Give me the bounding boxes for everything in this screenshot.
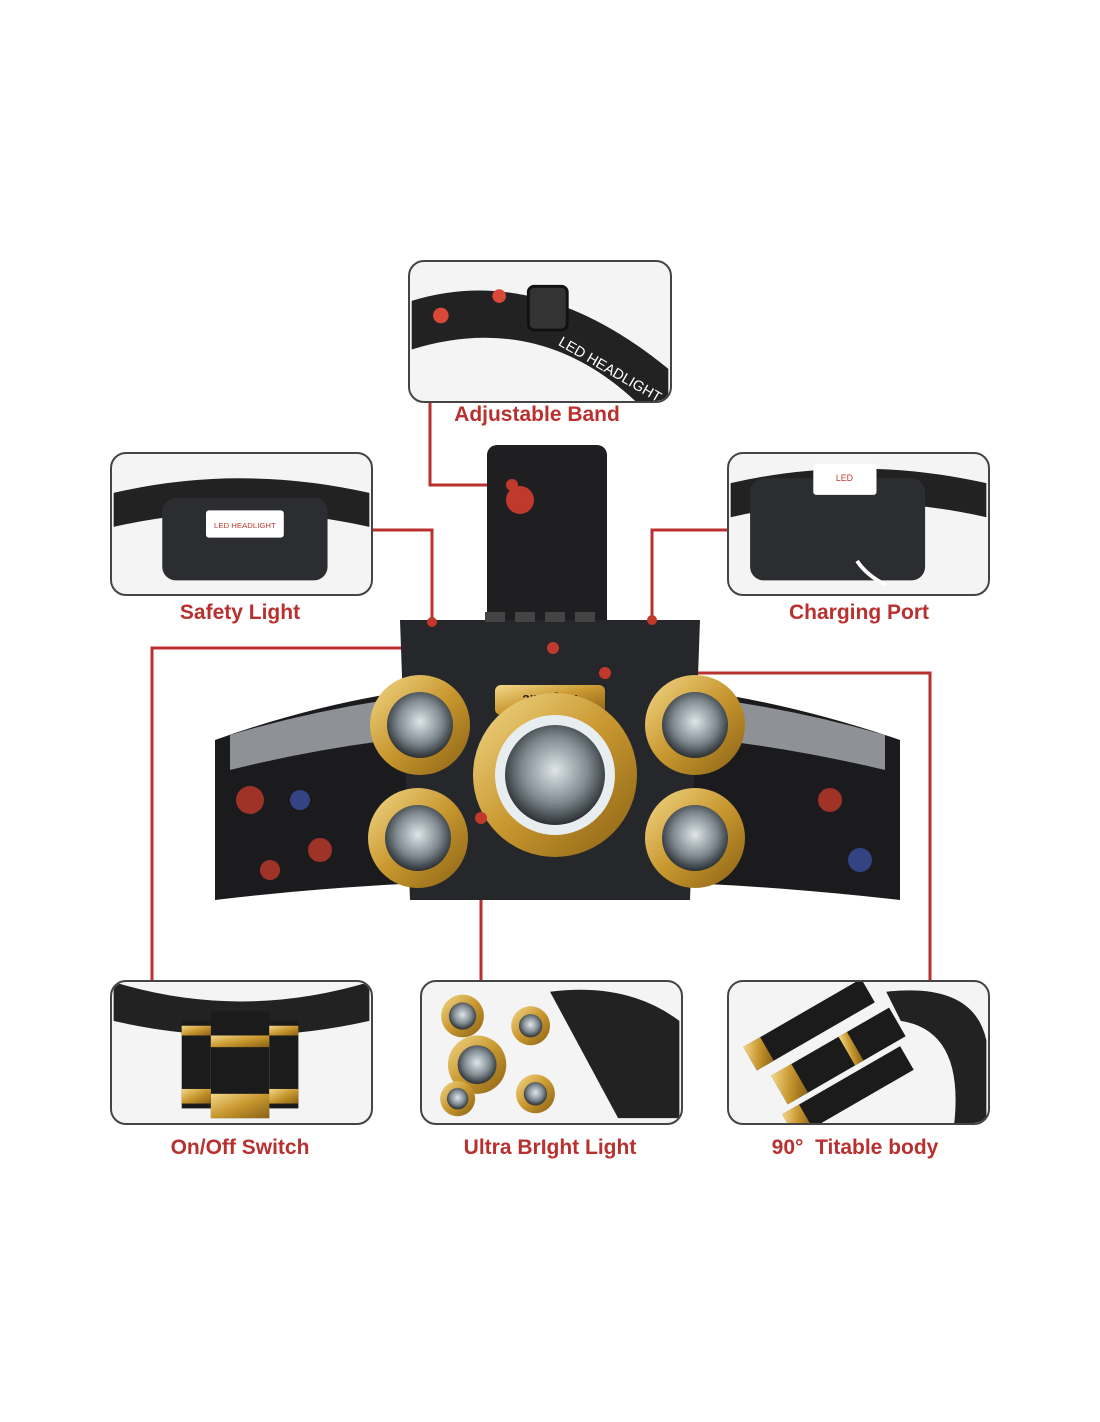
headlamp-image: Aoglenic [215, 445, 900, 900]
svg-text:LED: LED [836, 473, 853, 483]
connector-charging-port [650, 528, 727, 620]
ultra-bright-light-image [420, 980, 683, 1125]
callout-label-adjustable-band: Adjustable Band [454, 403, 620, 426]
callout-label-ultra-bright-light: Ultra BrIght Light [463, 1136, 637, 1159]
callout-label-safety-light: Safety Light [179, 601, 301, 624]
connector-safety-light [373, 528, 434, 622]
tilt-body-image [727, 980, 990, 1125]
led-lamp-center [473, 693, 637, 857]
callout-label-tiltable-body: 90° Titable body [771, 1136, 939, 1159]
callout-label-charging-port: Charging Port [789, 601, 929, 624]
charging-port-image: LED [727, 452, 990, 596]
callout-label-on-off-switch: On/Off Switch [170, 1136, 310, 1159]
led-lamp-top-right [645, 675, 745, 775]
adjustable-band-image: LED HEADLIGHT [408, 260, 672, 403]
led-lamp-bottom-left [368, 788, 468, 888]
safety-light-image: LED HEADLIGHT [110, 452, 373, 596]
battery-print: LED HEADLIGHT [214, 521, 276, 530]
led-lamp-bottom-right [645, 788, 745, 888]
connector-tilt [605, 671, 932, 980]
connector-adjustable-band [428, 403, 512, 487]
led-lamp-top-left [370, 675, 470, 775]
on-off-switch-image [110, 980, 373, 1125]
